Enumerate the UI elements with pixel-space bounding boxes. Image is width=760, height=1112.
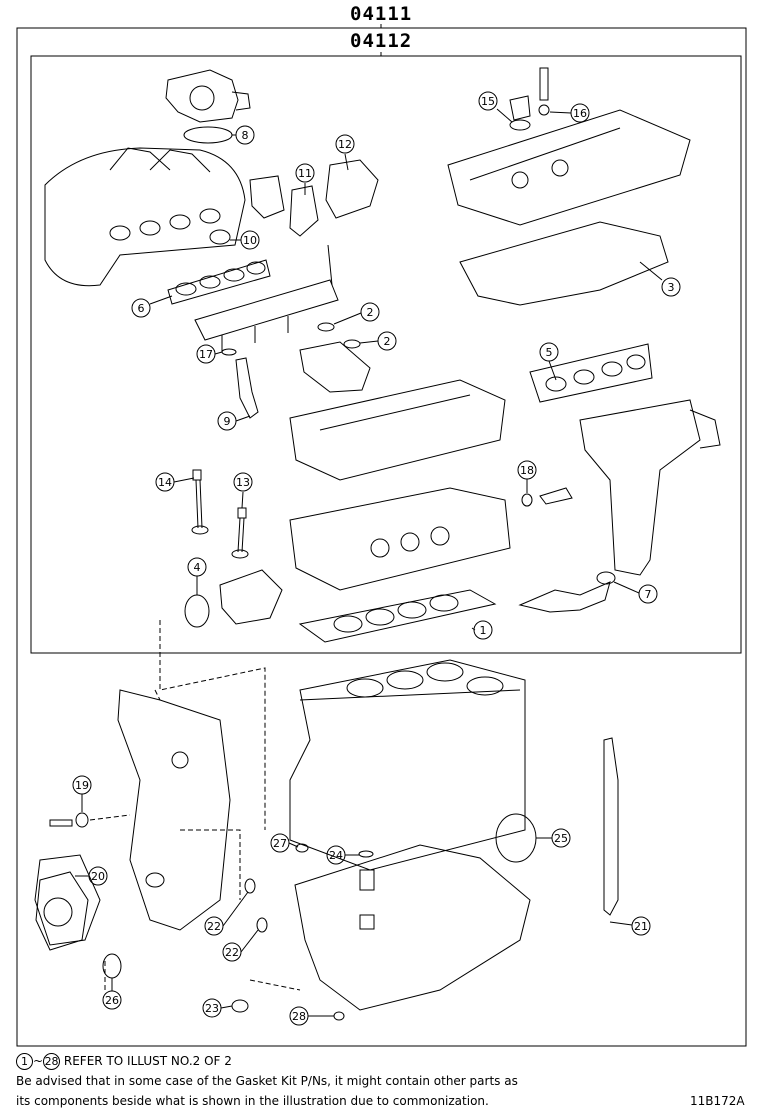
inner-kit-number: 04112 xyxy=(350,30,413,52)
dashed-leader-lines xyxy=(89,620,301,991)
cylinder-head-gasket xyxy=(298,589,497,643)
oil-seal-26 xyxy=(102,953,122,979)
water-pump-part xyxy=(35,871,89,951)
callout-19: 19 xyxy=(75,779,89,792)
intake-valve-part xyxy=(191,469,209,535)
callout-26: 26 xyxy=(105,994,119,1007)
intake-manifold-part xyxy=(44,147,246,287)
injector-seal-17 xyxy=(221,348,237,356)
cylinder-head-cover-gasket xyxy=(459,221,669,306)
callout-17: 17 xyxy=(199,348,213,361)
advisory-line-2: its components beside what is shown in t… xyxy=(16,1094,489,1108)
exhaust-manifold-gasket xyxy=(529,343,653,403)
intake-manifold-gasket xyxy=(167,259,271,305)
oil-dipstick-part xyxy=(603,737,619,916)
callout-6: 6 xyxy=(138,302,145,315)
exhaust-valve-part xyxy=(231,507,249,559)
callout-28: 28 xyxy=(292,1010,306,1023)
fuel-rail-part xyxy=(194,244,339,352)
o-ring-23 xyxy=(231,999,249,1013)
drain-plug-28 xyxy=(333,1011,345,1021)
callout-3: 3 xyxy=(668,281,675,294)
callout-23: 23 xyxy=(205,1002,219,1015)
callout-5: 5 xyxy=(546,346,553,359)
timing-chain-cover-part xyxy=(117,689,231,931)
callout-15: 15 xyxy=(481,95,495,108)
bracket-part-a xyxy=(249,175,285,219)
o-ring-24 xyxy=(358,850,374,858)
throttle-body-part xyxy=(165,69,251,123)
oil-cap-gasket xyxy=(509,119,531,131)
front-oil-seal-4 xyxy=(184,594,210,628)
reference-note: 1~28 REFER TO ILLUST NO.2 OF 2 xyxy=(16,1053,232,1070)
callout-2b: 2 xyxy=(384,335,391,348)
cylinder-block-part xyxy=(289,659,526,871)
callout-8: 8 xyxy=(242,129,249,142)
bolt-19 xyxy=(49,819,73,827)
callout-2a: 2 xyxy=(367,306,374,319)
outer-kit-frame xyxy=(16,27,747,1047)
water-inlet-part xyxy=(219,569,283,625)
cylinder-head-part xyxy=(289,487,511,591)
callout-10: 10 xyxy=(243,234,257,247)
callout-27: 27 xyxy=(273,837,287,850)
drain-plug-gasket-27 xyxy=(295,843,309,853)
callout-7: 7 xyxy=(645,588,652,601)
water-pump-gasket-20 xyxy=(34,854,101,946)
small-gasket-2b xyxy=(343,339,361,349)
throttle-gasket-ring xyxy=(183,126,233,144)
callout-14: 14 xyxy=(158,476,172,489)
callout-21: 21 xyxy=(634,920,648,933)
illustration-code: 11B172A xyxy=(690,1094,745,1108)
callout-4: 4 xyxy=(194,561,201,574)
washer-19 xyxy=(75,812,89,828)
callout-20: 20 xyxy=(91,870,105,883)
exhaust-manifold-part xyxy=(579,399,721,576)
exhaust-gasket-7 xyxy=(596,571,616,585)
bracket-part-12 xyxy=(325,159,379,219)
ref-start-circle: 1 xyxy=(16,1053,33,1070)
cover-bolt-16 xyxy=(539,67,549,101)
egr-valve-part xyxy=(299,341,371,393)
callout-11: 11 xyxy=(298,167,312,180)
callouts: 8 15 16 12 11 10 3 6 2 2 17 5 9 14 13 18… xyxy=(72,91,681,1026)
bracket-part-11 xyxy=(289,185,319,237)
oil-pan-part xyxy=(294,844,531,1011)
cylinder-head-cover-part xyxy=(447,109,691,226)
callout-25: 25 xyxy=(554,832,568,845)
callout-22a: 22 xyxy=(207,920,221,933)
sensor-part xyxy=(539,487,573,505)
callout-22b: 22 xyxy=(225,946,239,959)
exhaust-pipe-part xyxy=(518,581,611,613)
small-o-ring-10 xyxy=(209,229,231,245)
callout-24: 24 xyxy=(329,849,343,862)
sensor-gasket-18 xyxy=(521,493,533,507)
inner-kit-frame xyxy=(30,55,742,654)
small-gasket-2a xyxy=(317,322,335,332)
callout-1: 1 xyxy=(480,624,487,637)
ref-tilde: ~ xyxy=(33,1054,44,1068)
o-ring-22b xyxy=(256,917,268,933)
callout-16: 16 xyxy=(573,107,587,120)
callout-13: 13 xyxy=(236,476,250,489)
callout-12: 12 xyxy=(338,138,352,151)
callout-18: 18 xyxy=(520,464,534,477)
o-ring-22a xyxy=(244,878,256,894)
callout-9: 9 xyxy=(224,415,231,428)
rear-oil-seal-25 xyxy=(495,813,537,863)
fuel-injector-part xyxy=(235,357,259,419)
oil-cap-15 xyxy=(509,95,531,121)
ref-text: REFER TO ILLUST NO.2 OF 2 xyxy=(63,1054,232,1068)
ref-end-circle: 28 xyxy=(43,1053,61,1070)
outer-kit-number: 04111 xyxy=(350,3,413,25)
advisory-line-1: Be advised that in some case of the Gask… xyxy=(16,1074,518,1088)
camshaft-housing-part xyxy=(289,379,506,481)
bolt-seal-16 xyxy=(538,104,550,116)
